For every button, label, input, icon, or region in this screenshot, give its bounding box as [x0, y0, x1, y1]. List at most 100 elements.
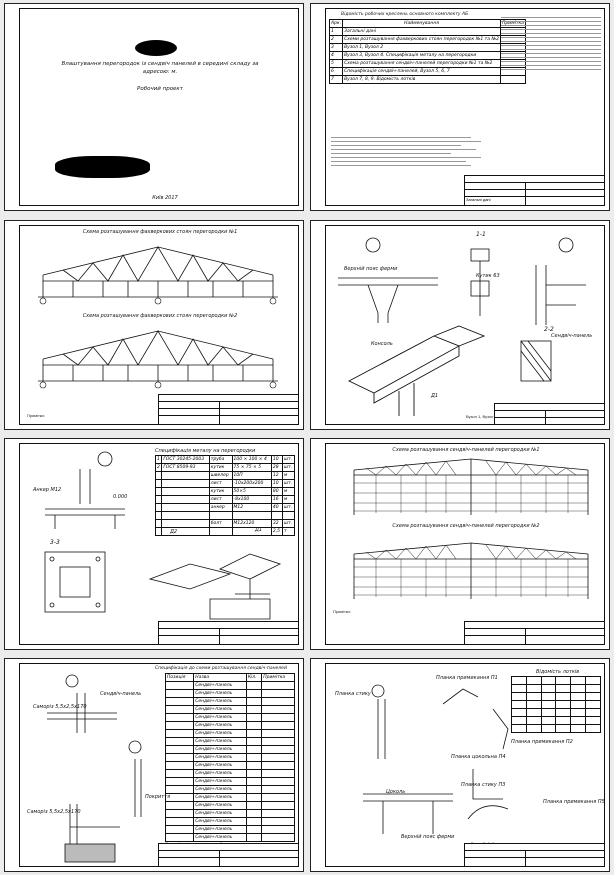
- panel-spec-cell: [261, 833, 295, 842]
- sheet-name: Вузол 3, Вузол 4. Специфікація металу на…: [342, 51, 502, 60]
- panel-spec-cell: Сендвіч-панель: [193, 697, 247, 706]
- spec-qty: 2,5: [270, 527, 283, 536]
- panel-spec-title: Специфікація до схеми розташування сендв…: [155, 666, 287, 671]
- section-label-3-3: 3-3: [50, 539, 60, 546]
- panel-spec-cell: Сендвіч-панель: [193, 689, 247, 698]
- spec-qty: [270, 511, 283, 520]
- sheet-name: Специфікація сендвіч-панелей, Вузол 5, 6…: [342, 67, 502, 76]
- panel-spec-cell: [261, 793, 295, 802]
- panel-spec-cell: [245, 777, 263, 786]
- panel-spec-row: Сендвіч-панель: [164, 705, 295, 714]
- sheet-name: Загальні дані: [342, 27, 502, 36]
- node-7-detail: [64, 804, 120, 863]
- panel-spec-cell: [245, 721, 263, 730]
- spec-unit: [281, 511, 296, 520]
- node-7-8-9-details: [363, 684, 509, 834]
- panel-spec-cell: [245, 769, 263, 778]
- panel-spec-cell: [245, 745, 263, 754]
- col-sheet: Арк.: [328, 19, 344, 28]
- node-1-detail: [338, 237, 438, 323]
- panel-spec-cell: [245, 801, 263, 810]
- spec-gost: [161, 503, 210, 512]
- spec-qty: 10: [270, 479, 283, 488]
- spec-name: анкер: [208, 503, 233, 512]
- spec-gost: ГОСТ 30245-2003: [161, 455, 210, 464]
- sheet-number: 2: [328, 35, 344, 44]
- label-d1: Д1: [255, 527, 263, 533]
- spec-name: лист: [208, 495, 233, 504]
- title-block: [464, 621, 605, 645]
- notes-caption: Вузол 1, Вузол 2: [466, 414, 497, 419]
- label-angle-63: Кутик 63: [476, 273, 500, 279]
- node-1-section: [470, 248, 490, 316]
- spec-size: 10П: [231, 471, 272, 480]
- spec-gost: [161, 479, 210, 488]
- sheet-name: Схема розташування сендвіч-панелей перег…: [342, 59, 502, 68]
- sheet-general-data: Відомість робочих креслень основного ком…: [310, 3, 610, 211]
- section-label-2-2: 2-2: [544, 326, 554, 333]
- project-stage: Робочий проект: [137, 86, 183, 92]
- label-joint-p3: Планка стику П3: [461, 782, 506, 788]
- spec-size: 75 × 75 × 5: [231, 463, 272, 472]
- spec-unit: шт.: [281, 519, 296, 528]
- node-4-isometric: [148, 553, 282, 620]
- label-d1: Д1: [431, 393, 439, 399]
- col-name: Назва: [193, 673, 247, 682]
- spec-size: -8x100: [231, 495, 272, 504]
- spec-gost: [161, 511, 210, 520]
- label-strip-p5: Планка примикання П5: [543, 799, 605, 805]
- label-truss-chord: Верхній пояс ферми: [401, 834, 455, 840]
- spec-qty: 32: [270, 519, 283, 528]
- panel-spec-cell: [164, 729, 195, 738]
- base-plate-plan: [44, 551, 106, 613]
- panel-spec-cell: [261, 681, 295, 690]
- panel-spec-cell: [245, 761, 263, 770]
- panel-spec-row: Сендвіч-панель: [164, 745, 295, 754]
- node-3-detail: [45, 451, 125, 529]
- panel-spec-cell: [245, 753, 263, 762]
- col-qty: Кіл.: [245, 673, 263, 682]
- sheet-name: Вузол 1, Вузол 2: [342, 43, 502, 52]
- sheet-trays: Відомість лотків Планка стику Планка при…: [310, 658, 610, 872]
- title-block: [158, 621, 299, 645]
- panel-spec-cell: [164, 825, 195, 834]
- label-plinth: Цоколь: [386, 789, 406, 795]
- label-sandwich-panel: Сендвіч-панель: [551, 333, 593, 339]
- panel-spec-cell: [245, 697, 263, 706]
- panel-spec-cell: [261, 825, 295, 834]
- panel-spec-cell: Сендвіч-панель: [193, 681, 247, 690]
- label-screw-1: Саморіз 5,5х2,5х170: [33, 704, 87, 710]
- tray-spec-table: [511, 676, 601, 733]
- panel-spec-cell: [245, 825, 263, 834]
- panel-spec-cell: Сендвіч-панель: [193, 793, 247, 802]
- label-level: 0.000: [113, 494, 128, 500]
- panel-spec-cell: [164, 681, 195, 690]
- panel-spec-cell: [261, 801, 295, 810]
- label-strip-p2: Планка примикання П2: [511, 739, 573, 745]
- label-screw-2: Саморіз 5,5х2,5х170: [27, 809, 81, 815]
- panel-spec-cell: [261, 761, 295, 770]
- drawing-frame: [19, 8, 299, 206]
- sheet-number: 7: [328, 75, 344, 84]
- node-6-detail: [128, 740, 142, 817]
- panel-spec-cell: Сендвіч-панель: [193, 729, 247, 738]
- project-title: Влаштування перегородок із сендвіч панел…: [61, 61, 259, 67]
- spec-qty: 10: [270, 455, 283, 464]
- panel-spec-cell: [261, 817, 295, 826]
- spec-size: [231, 511, 272, 520]
- panel-elevation-2: [353, 542, 589, 599]
- sheet-title-page: Влаштування перегородок із сендвіч панел…: [4, 3, 304, 211]
- panel-spec-cell: Сендвіч-панель: [193, 713, 247, 722]
- spec-gost: ГОСТ 8509-93: [161, 463, 210, 472]
- redacted-signature: [55, 156, 150, 178]
- label-plinth-p4: Планка цокольна П4: [451, 754, 506, 760]
- title-block: [158, 394, 299, 425]
- spec-unit: шт.: [281, 463, 296, 472]
- title-block: [464, 843, 605, 867]
